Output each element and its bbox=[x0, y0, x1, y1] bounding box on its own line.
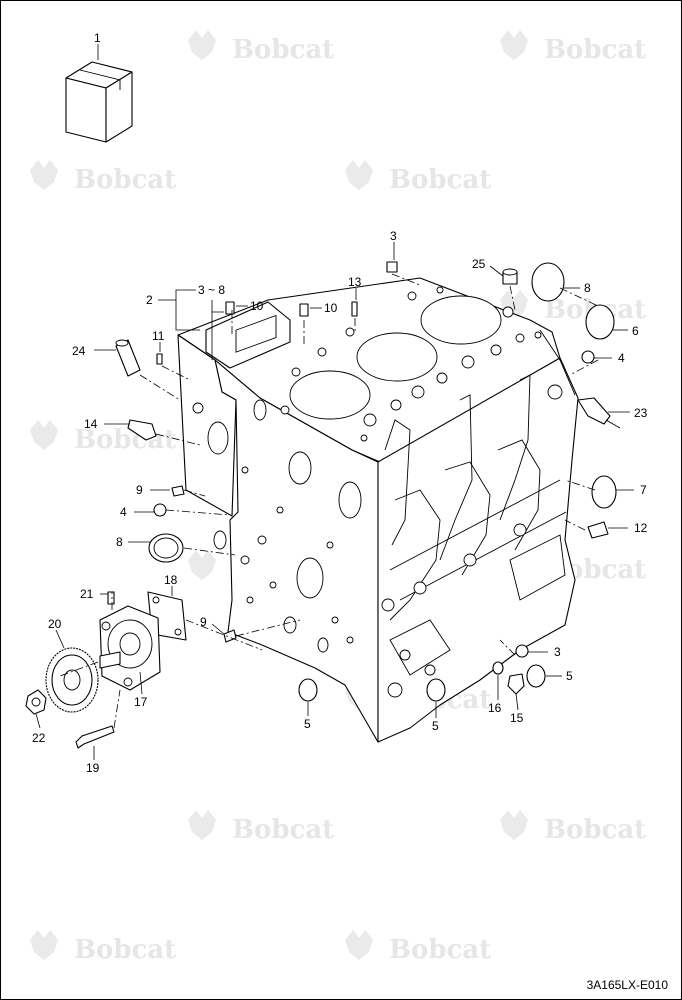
engine-block bbox=[177, 277, 579, 743]
bobcat-head-logo-icon bbox=[188, 810, 216, 840]
callout-labels: 1 2 3 ~ 8 10 10 11 24 13 3 25 8 6 4 23 1… bbox=[32, 31, 648, 775]
watermark-text: Bobcat bbox=[544, 35, 646, 65]
callout-leaders bbox=[35, 44, 634, 760]
oil-pump-assembly bbox=[25, 591, 187, 749]
watermark-text: Bobcat bbox=[389, 935, 491, 965]
callout-15: 15 bbox=[510, 711, 524, 725]
bobcat-head-logo-icon bbox=[188, 550, 216, 580]
callout-5: 5 bbox=[432, 719, 439, 733]
watermark-text: Bobcat bbox=[232, 815, 334, 845]
callout-8: 8 bbox=[116, 535, 123, 549]
callout-14: 14 bbox=[84, 417, 98, 431]
callout-5: 5 bbox=[566, 669, 573, 683]
callout-18: 18 bbox=[164, 573, 178, 587]
callout-3: 3 bbox=[554, 645, 561, 659]
callout-10: 10 bbox=[324, 301, 338, 315]
callout-9: 9 bbox=[136, 483, 143, 497]
callout-5: 5 bbox=[304, 717, 311, 731]
callout-11: 11 bbox=[152, 329, 165, 343]
bobcat-head-logo-icon bbox=[30, 930, 58, 960]
watermark-text: Bobcat bbox=[74, 935, 176, 965]
callout-19: 19 bbox=[86, 761, 100, 775]
bobcat-head-logo-icon bbox=[345, 930, 373, 960]
part-1-gasket-kit-box bbox=[65, 61, 133, 143]
callout-10: 10 bbox=[250, 299, 264, 313]
callout-13: 13 bbox=[348, 275, 362, 289]
callout-21: 21 bbox=[80, 587, 94, 601]
watermark-text: Bobcat bbox=[232, 35, 334, 65]
callout-23: 23 bbox=[634, 406, 648, 420]
callout-6: 6 bbox=[632, 324, 639, 338]
watermark-text: Bobcat bbox=[74, 425, 176, 455]
watermark-text: Bobcat bbox=[389, 165, 491, 195]
callout-1: 1 bbox=[94, 31, 101, 45]
bobcat-head-logo-icon bbox=[30, 420, 58, 450]
callout-12: 12 bbox=[634, 521, 648, 535]
small-parts bbox=[115, 261, 621, 702]
callout-2: 2 bbox=[146, 293, 153, 307]
callout-7: 7 bbox=[640, 483, 647, 497]
bobcat-head-logo-icon bbox=[188, 30, 216, 60]
callout-20: 20 bbox=[48, 617, 62, 631]
callout-9: 9 bbox=[200, 615, 207, 629]
callout-25: 25 bbox=[472, 257, 486, 271]
callout-24: 24 bbox=[72, 344, 86, 358]
callout-4: 4 bbox=[618, 351, 625, 365]
callout-3: 3 bbox=[390, 229, 397, 243]
bobcat-head-logo-icon bbox=[30, 160, 58, 190]
bobcat-head-logo-icon bbox=[345, 160, 373, 190]
watermark-text: Bobcat bbox=[544, 815, 646, 845]
callout-17: 17 bbox=[134, 695, 148, 709]
assembly-centre-lines bbox=[59, 273, 599, 729]
callout-16: 16 bbox=[488, 701, 502, 715]
callout-4: 4 bbox=[120, 505, 127, 519]
callout-3-8: 3 ~ 8 bbox=[198, 283, 225, 297]
drawing-reference-number: 3A165LX-E010 bbox=[586, 978, 668, 992]
callout-22: 22 bbox=[32, 731, 46, 745]
callout-8: 8 bbox=[584, 281, 591, 295]
watermark-text: Bobcat bbox=[74, 165, 176, 195]
bobcat-head-logo-icon bbox=[500, 30, 528, 60]
bobcat-head-logo-icon bbox=[500, 810, 528, 840]
